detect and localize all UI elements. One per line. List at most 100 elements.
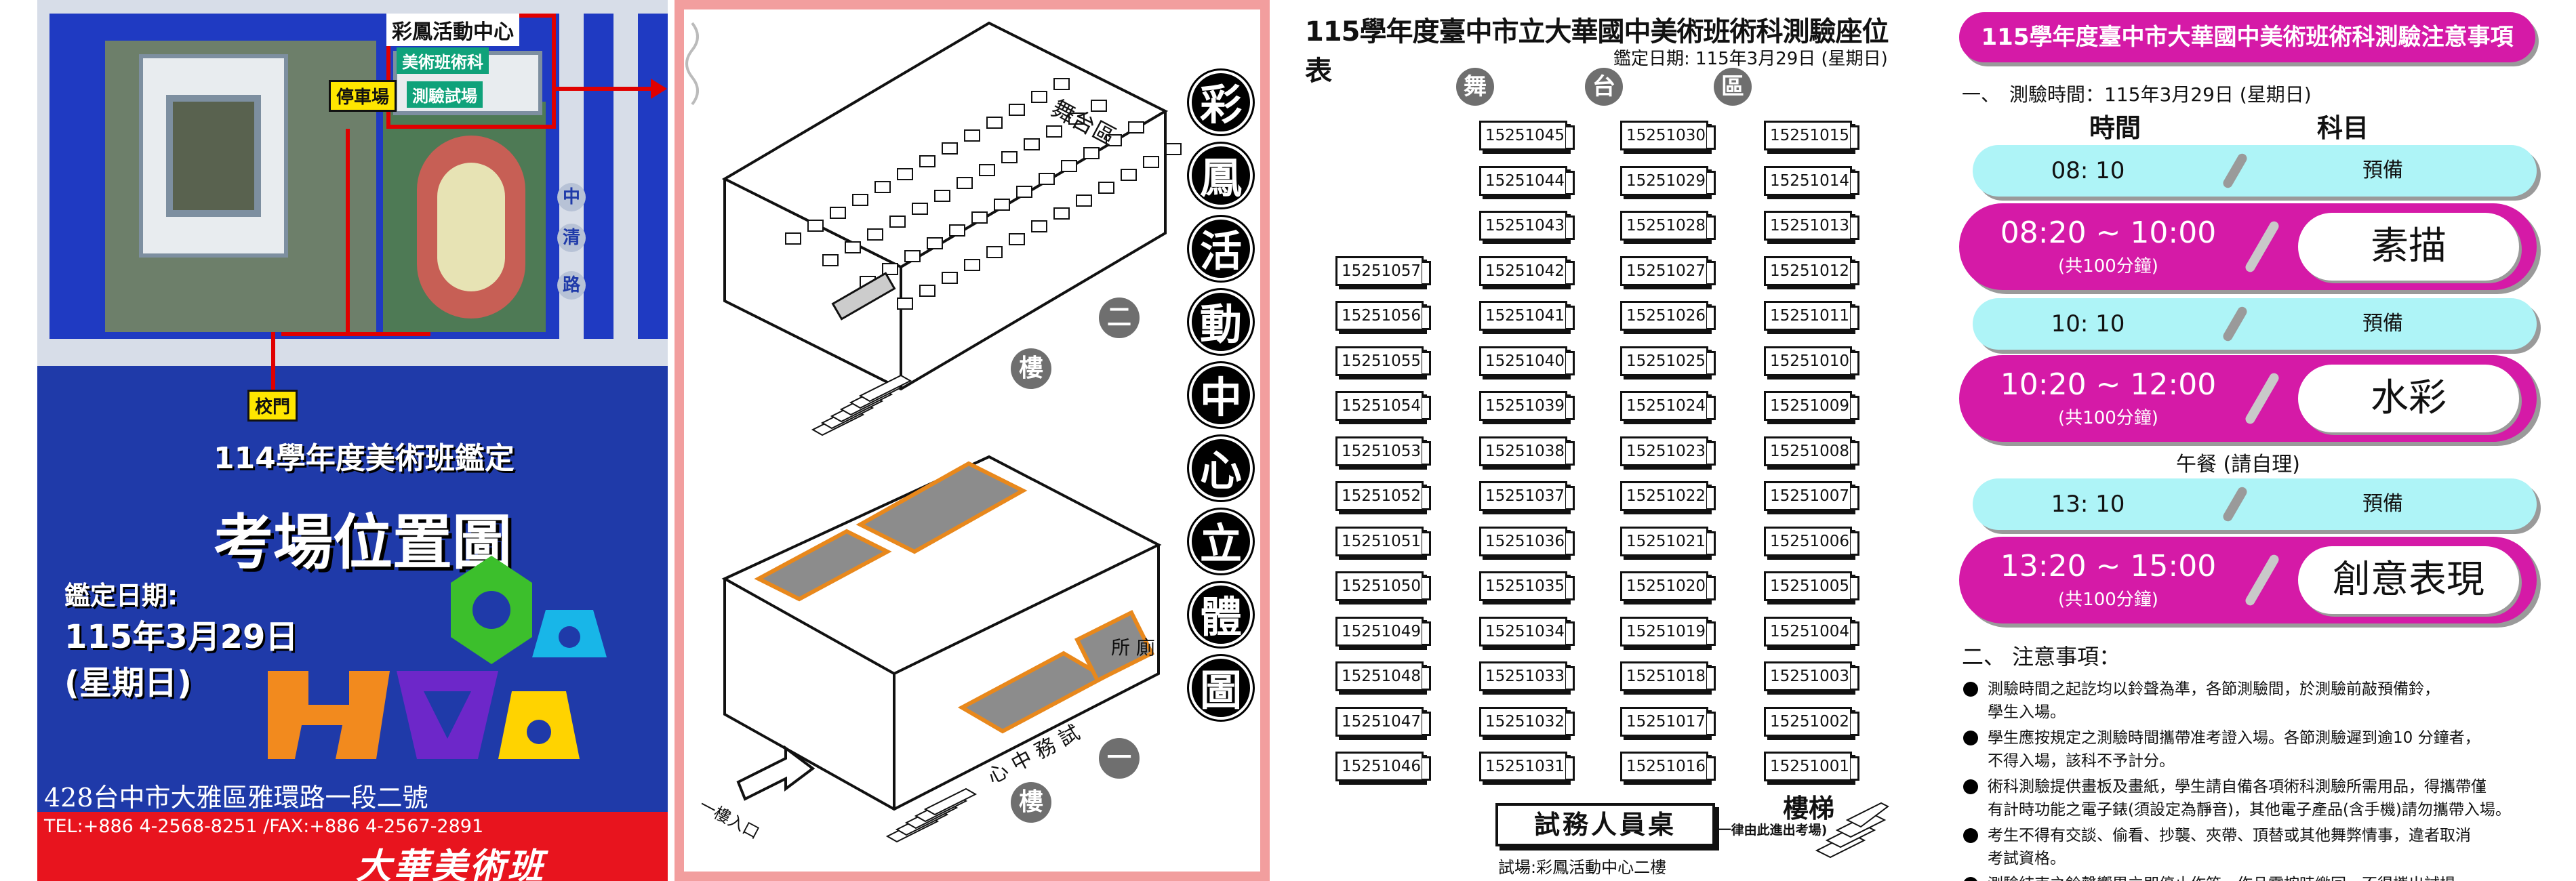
prep-time: 08: 10 — [2051, 157, 2125, 184]
stairs-2f — [811, 374, 912, 436]
floor-area — [856, 461, 1028, 554]
chair — [957, 177, 973, 189]
bullet-icon — [1963, 682, 1978, 697]
notice-item: 考生不得有交談、偷看、抄襲、夾帶、頂替或其他舞弊情事，違者取消考試資格。 — [1963, 824, 2560, 870]
seat-15251008: 15251008 — [1764, 436, 1859, 466]
seat-15251014: 15251014 — [1764, 165, 1859, 196]
seat-15251024: 15251024 — [1620, 391, 1716, 421]
slash-divider — [2243, 371, 2281, 426]
seat-15251037: 15251037 — [1479, 481, 1575, 511]
seat-15251055: 15251055 — [1335, 346, 1431, 376]
chair — [1098, 182, 1114, 194]
seat-15251019: 15251019 — [1620, 616, 1716, 647]
title-char: 體 — [1189, 583, 1253, 647]
arrow-line — [556, 87, 664, 91]
seat-15251044: 15251044 — [1479, 165, 1575, 196]
seat-15251050: 15251050 — [1335, 571, 1431, 601]
chair — [1039, 173, 1055, 185]
chair — [942, 272, 958, 284]
chair — [1091, 100, 1107, 112]
school-address: 428台中市大雅區雅環路一段二號 — [44, 783, 428, 813]
chair — [1121, 169, 1137, 181]
art-class-label: 美術班術科 — [397, 47, 489, 74]
dahua-geometric-logo — [268, 556, 607, 759]
seat-15251040: 15251040 — [1479, 346, 1575, 376]
section-2-heading: 二、 注意事項： — [1962, 644, 2121, 670]
seat-15251046: 15251046 — [1335, 752, 1431, 781]
chair — [927, 237, 943, 249]
seat-15251009: 15251009 — [1764, 391, 1859, 421]
exam-time: 08:20 ~ 10:00 — [2000, 216, 2217, 250]
contact-phone-fax: TEL:+886 4-2568-8251 /FAX:+886 4-2567-28… — [44, 816, 484, 837]
route-line — [281, 332, 430, 336]
exam-duration: (共100分鐘) — [2058, 256, 2158, 276]
building-name-label: 彩鳳活動中心 — [386, 14, 519, 46]
dahua-art-class-logo: 大華美術班 — [356, 846, 546, 881]
toilet-label: 所 廁 — [1111, 633, 1155, 660]
chair — [964, 259, 980, 271]
building-3d-drawing — [685, 21, 1182, 843]
road-name-char: 中 — [557, 183, 586, 211]
notice-text: 學生應按規定之測驗時間攜帶准考證入場。各節測驗遲到逾10 分鐘者，不得入場，該科… — [1988, 729, 2480, 770]
chair — [1053, 207, 1070, 220]
seat-15251027: 15251027 — [1620, 255, 1716, 286]
stairs-label: 樓梯 — [1783, 794, 1835, 823]
prep-label: 預備 — [2362, 312, 2403, 335]
prep-time: 10: 10 — [2051, 310, 2125, 337]
seat-15251047: 15251047 — [1335, 706, 1431, 737]
chair — [979, 164, 995, 176]
seat-15251035: 15251035 — [1479, 571, 1575, 601]
chair — [1128, 121, 1144, 134]
chair — [852, 194, 868, 206]
chair — [1143, 156, 1159, 168]
seat-15251010: 15251010 — [1764, 346, 1859, 376]
seat-15251004: 15251004 — [1764, 616, 1859, 647]
seat-15251006: 15251006 — [1764, 526, 1859, 556]
chair — [867, 228, 883, 241]
chair — [1083, 147, 1100, 159]
floor-2-char: 樓 — [1011, 348, 1051, 389]
chair — [971, 211, 988, 224]
prep-time: 13: 10 — [2051, 491, 2125, 518]
seat-15251002: 15251002 — [1764, 706, 1859, 737]
exam-office-area — [957, 651, 1109, 734]
title-char: 彩 — [1189, 70, 1253, 134]
chair — [1053, 78, 1070, 90]
toilet-area — [1074, 609, 1155, 684]
chair — [897, 298, 913, 310]
bullet-icon — [1963, 877, 1978, 881]
road-name-char: 清 — [557, 224, 586, 252]
notice-item: 學生應按規定之測驗時間攜帶准考證入場。各節測驗遲到逾10 分鐘者，不得入場，該科… — [1963, 726, 2560, 773]
seat-15251011: 15251011 — [1764, 301, 1859, 331]
building-vertical-title: 彩 鳳 活 動 中 心 立 體 圖 — [1189, 70, 1257, 729]
seat-15251015: 15251015 — [1764, 121, 1859, 150]
exam-subject: 創意表現 — [2298, 546, 2519, 614]
seat-15251045: 15251045 — [1479, 121, 1575, 150]
chair — [994, 199, 1010, 211]
map-subtitle: 114學年度美術班鑑定 — [214, 441, 515, 476]
title-char: 動 — [1189, 290, 1253, 354]
stair-step — [923, 787, 978, 816]
seat-15251051: 15251051 — [1335, 526, 1431, 556]
first-floor-box — [721, 455, 1162, 811]
section-1-heading: 一、 測驗時間：115年3月29日 (星期日) — [1962, 83, 2312, 106]
seat-15251013: 15251013 — [1764, 211, 1859, 241]
seat-15251021: 15251021 — [1620, 526, 1716, 556]
bullet-icon — [1963, 828, 1978, 843]
title-char: 鳳 — [1189, 144, 1253, 207]
chair — [889, 216, 906, 228]
seat-15251054: 15251054 — [1335, 391, 1431, 421]
toilet-char: 廁 — [1135, 636, 1155, 659]
exam-duration: (共100分鐘) — [2058, 590, 2158, 610]
road — [37, 0, 668, 14]
slash-divider — [2243, 553, 2281, 607]
location-map-panel: 彩鳳活動中心 美術班術科 測驗試場 停車場 校門 中 清 路 114學年度美術班… — [37, 0, 668, 881]
logo-letter-w — [397, 671, 498, 759]
exam-subject: 水彩 — [2298, 365, 2519, 432]
chair — [1165, 143, 1182, 155]
auditorium-chairs — [785, 78, 1182, 310]
title-char: 圖 — [1189, 656, 1253, 720]
chair — [1001, 151, 1018, 163]
road-zhongqing — [559, 0, 584, 352]
entrance-arrow-icon — [736, 745, 816, 801]
